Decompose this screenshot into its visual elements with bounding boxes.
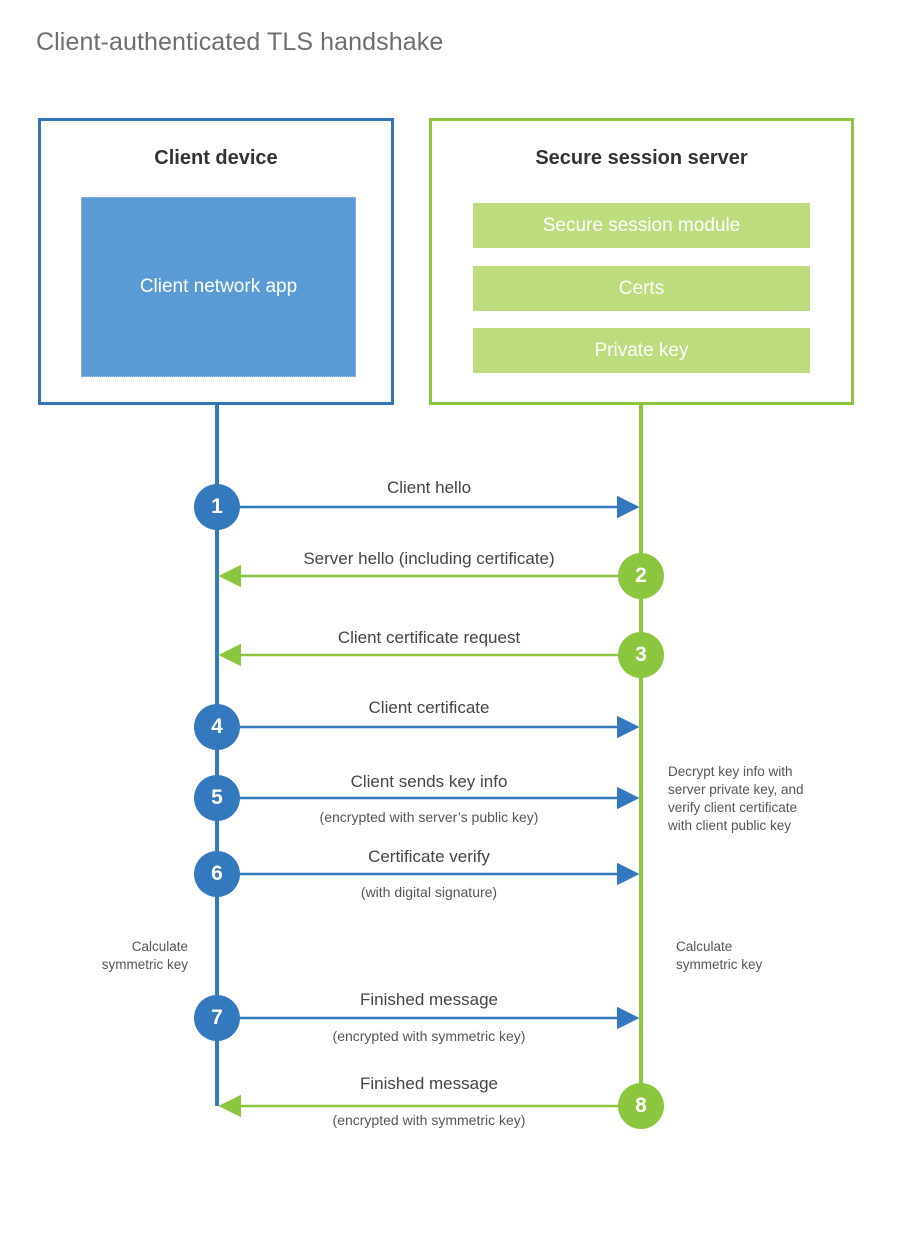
step-marker-3[interactable]: 3 [618,632,664,678]
server-module-label: Secure session module [542,214,741,236]
client-network-app-rect: Client network app [81,197,356,377]
step-marker-8[interactable]: 8 [618,1083,664,1129]
page-title: Client-authenticated TLS handshake [36,28,444,56]
server-decrypt-note-line: with client public key [668,818,792,833]
message-label-1: Client hello [386,478,472,497]
message-label-5: Client sends key info [350,772,508,791]
server-module-secure-session-module: Secure session module [473,203,810,248]
server-module-label: Certs [618,277,665,299]
client-network-app-label: Client network app [139,276,298,297]
message-label-2: Server hello (including certificate) [303,549,555,568]
message-label-6: Certificate verify [368,847,490,866]
server-module-private-key: Private key [473,328,810,373]
server-decrypt-note-line: Decrypt key info with [668,764,793,779]
server-module-label: Private key [594,339,689,361]
step-marker-4[interactable]: 4 [194,704,240,750]
secure-session-server-title: Secure session server [535,147,748,169]
server-calc-note-line: symmetric key [676,957,763,972]
message-label-7: Finished message [360,990,498,1009]
client-calculate-symmetric-key-note: Calculate symmetric key [20,938,188,974]
client-calc-note-line: Calculate [131,939,188,954]
secure-session-server-box: Secure session server Secure session mod… [429,118,854,405]
server-calculate-symmetric-key-note: Calculate symmetric key [676,938,856,974]
server-decrypt-note-line: server private key, and [668,782,804,797]
step-marker-7[interactable]: 7 [194,995,240,1041]
client-device-title: Client device [154,147,278,169]
server-module-certs: Certs [473,266,810,311]
message-sublabel-7: (encrypted with symmetric key) [332,1028,526,1044]
client-device-box: Client device Client network app [38,118,394,405]
server-calc-note-line: Calculate [676,939,733,954]
client-calc-note-line: symmetric key [101,957,188,972]
message-sublabel-6: (with digital signature) [360,884,498,900]
server-decrypt-note: Decrypt key info with server private key… [668,763,843,835]
message-label-3: Client certificate request [337,628,521,647]
step-marker-5[interactable]: 5 [194,775,240,821]
message-label-4: Client certificate [368,698,490,717]
step-marker-2[interactable]: 2 [618,553,664,599]
server-decrypt-note-line: verify client certificate [668,800,798,815]
message-label-8: Finished message [360,1074,498,1093]
step-marker-6[interactable]: 6 [194,851,240,897]
message-sublabel-8: (encrypted with symmetric key) [332,1112,526,1128]
message-sublabel-5: (encrypted with server’s public key) [319,809,539,825]
step-marker-1[interactable]: 1 [194,484,240,530]
